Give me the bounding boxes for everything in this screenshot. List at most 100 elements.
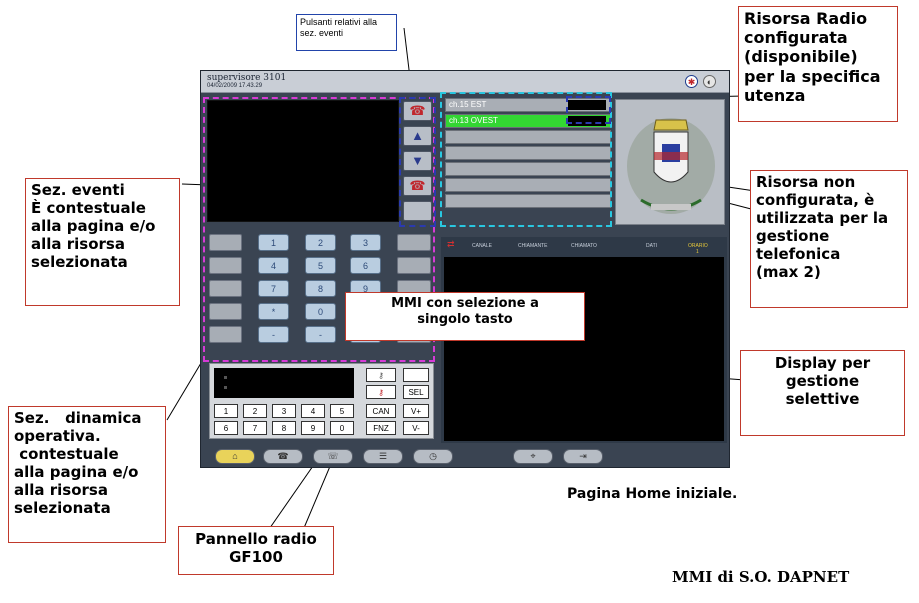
sez-dinamica-line: alla risorsa	[14, 481, 108, 499]
exit-nav-button[interactable]: ⇥	[563, 449, 603, 464]
radio-nav-button[interactable]: ☎	[263, 449, 303, 464]
sez-dinamica-line: selezionata	[14, 499, 111, 517]
sez-dinamica-line: alla pagina e/o	[14, 463, 139, 481]
display-per-line: Display per	[774, 354, 871, 372]
home-nav-button[interactable]: ⌂	[215, 449, 255, 464]
channel-status-slot	[568, 116, 606, 126]
blank-icon-button[interactable]	[403, 201, 432, 221]
radio-vplus-key[interactable]: V+	[403, 404, 429, 418]
sez-dinamica-line: Sez. dinamica	[14, 409, 142, 427]
radio-sel-key[interactable]: SEL	[403, 385, 429, 399]
selective-black-screen	[444, 257, 724, 441]
radio-icon: ☎	[277, 451, 289, 461]
keypad-key[interactable]: 5	[305, 257, 336, 274]
radio-can-key[interactable]: CAN	[366, 404, 396, 418]
phone-nav-button[interactable]: ☏	[313, 449, 353, 464]
radio-number-key[interactable]: 1	[214, 404, 238, 418]
phone-icon-button[interactable]: ☎	[403, 101, 432, 121]
phone-transfer-icon-button[interactable]: ☎	[403, 176, 432, 196]
window-datetime: 04/02/2009 17.43.29	[207, 83, 263, 89]
keypad-key[interactable]: 1	[258, 234, 289, 251]
key-icon[interactable]: ⚷	[366, 368, 396, 382]
globe-icon[interactable]: ✱	[685, 75, 698, 88]
risorsa-non-line: (max 2)	[756, 263, 821, 281]
column-header-chiamato: CHIAMATO	[571, 243, 597, 249]
keypad-key[interactable]: 4	[258, 257, 289, 274]
arrow-down-icon-button[interactable]: ▼	[403, 151, 432, 171]
risorsa-radio-line: utenza	[744, 85, 806, 105]
events-section-outline	[203, 97, 435, 362]
keypad-blank-key[interactable]	[397, 257, 431, 274]
radio-number-key[interactable]: 4	[301, 404, 325, 418]
risorsa-radio-line: per la specifica	[744, 66, 881, 86]
keypad-blank-key[interactable]	[209, 234, 242, 251]
power-icon[interactable]: ◐	[703, 75, 716, 88]
column-header-orario: ORARIO	[688, 243, 708, 249]
radio-vminus-key[interactable]: V-	[403, 421, 429, 435]
keypad-key[interactable]: 7	[258, 280, 289, 297]
arrow-up-icon-button[interactable]: ▲	[403, 126, 432, 146]
radio-fnz-key[interactable]: FNZ	[366, 421, 396, 435]
risorsa-non-line: telefonica	[756, 245, 841, 263]
risorsa-radio-line: configurata	[744, 28, 848, 48]
channel-label: ch.15 EST	[449, 100, 487, 109]
radio-number-key[interactable]: 0	[330, 421, 354, 435]
title-bar: supervisore 3101 04/02/2009 17.43.29 ✱ ◐	[201, 71, 729, 93]
radio-number-key[interactable]: 9	[301, 421, 325, 435]
window-title: supervisore 3101	[207, 73, 287, 83]
keypad-key[interactable]: -	[258, 326, 289, 343]
swap-icon[interactable]: ⇄	[447, 239, 455, 249]
radio-number-key[interactable]: 2	[243, 404, 267, 418]
coat-of-arms-panel	[615, 99, 725, 225]
risorsa-non-line: utilizzata per la	[756, 209, 889, 227]
keypad-key[interactable]: -	[305, 326, 336, 343]
keypad-blank-key[interactable]	[209, 257, 242, 274]
keypad-blank-key[interactable]	[209, 303, 242, 320]
mmi-selezione-line: singolo tasto	[417, 311, 513, 327]
map-icon: ⌖	[530, 451, 536, 461]
key-icon-red[interactable]: ⚷	[366, 385, 396, 399]
pannello-line: GF100	[229, 548, 283, 566]
risorsa-radio-line: Risorsa Radio	[744, 9, 868, 28]
map-nav-button[interactable]: ⌖	[513, 449, 553, 464]
keypad-key[interactable]: 0	[305, 303, 336, 320]
keypad-key[interactable]: 3	[350, 234, 381, 251]
radio-number-key[interactable]: 5	[330, 404, 354, 418]
radio-number-key[interactable]: 6	[214, 421, 238, 435]
radio-number-key[interactable]: 8	[272, 421, 296, 435]
channel-row[interactable]: ch.15 EST	[445, 98, 611, 112]
risorsa-non-line: gestione	[756, 227, 830, 245]
sez-dinamica-line: contestuale	[14, 445, 119, 463]
keypad-blank-key[interactable]	[209, 326, 242, 343]
keypad-key[interactable]: 2	[305, 234, 336, 251]
phone-icon: ☏	[327, 451, 339, 461]
pulsanti-callout: Pulsanti relativi alla sez. eventi	[296, 14, 397, 51]
display-per-line: gestione	[785, 372, 860, 390]
radio-number-key[interactable]: 3	[272, 404, 296, 418]
risorsa-radio-line: (disponibile)	[744, 47, 858, 67]
event-buttons-outline	[399, 97, 436, 227]
channels-outline	[440, 92, 612, 227]
radio-blank-key[interactable]	[403, 368, 429, 382]
sez-eventi-line: alla pagina e/o	[31, 217, 156, 235]
keypad-key[interactable]: 6	[350, 257, 381, 274]
keypad-blank-key[interactable]	[397, 234, 431, 251]
channel-row[interactable]: ch.13 OVEST	[445, 114, 611, 128]
keypad-key[interactable]: 8	[305, 280, 336, 297]
channel-label: ch.13 OVEST	[449, 116, 498, 125]
radio-number-key[interactable]: 7	[243, 421, 267, 435]
keypad-blank-key[interactable]	[209, 280, 242, 297]
column-header-canale: CANALE	[472, 243, 493, 249]
risorsa-non-line: configurata, è	[756, 191, 875, 209]
list-nav-button[interactable]: ☰	[363, 449, 403, 464]
channel-slot-outline	[566, 96, 611, 124]
orario-value: 1	[696, 249, 699, 255]
sez-eventi-line: alla risorsa	[31, 235, 125, 253]
clock-nav-button[interactable]: ◷	[413, 449, 453, 464]
keypad-key[interactable]: *	[258, 303, 289, 320]
